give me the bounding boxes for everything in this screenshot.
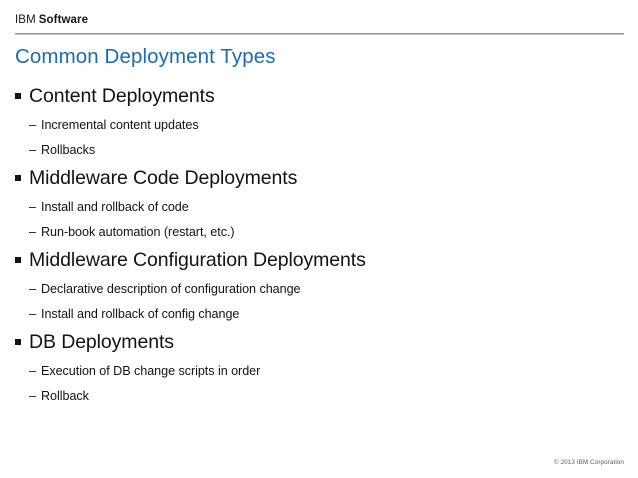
- sub-bullet-list: – Execution of DB change scripts in orde…: [15, 363, 627, 405]
- bullet-level2: – Rollback: [15, 388, 627, 405]
- dash-bullet-icon: –: [29, 389, 36, 403]
- dash-bullet-icon: –: [29, 118, 36, 132]
- bullet-level2: – Rollbacks: [15, 142, 627, 159]
- bullet-level1-label: Content Deployments: [29, 85, 215, 107]
- bullet-group: DB Deployments – Execution of DB change …: [15, 330, 627, 405]
- bullet-level2: – Execution of DB change scripts in orde…: [15, 363, 627, 380]
- bullet-level2: – Run-book automation (restart, etc.): [15, 224, 627, 241]
- sub-bullet-list: – Install and rollback of code – Run-boo…: [15, 199, 627, 241]
- bullet-level1: Middleware Configuration Deployments: [15, 248, 627, 275]
- bullet-level2: – Install and rollback of config change: [15, 306, 627, 323]
- bullet-level2-label: Install and rollback of config change: [41, 307, 240, 321]
- bullet-level2-label: Run-book automation (restart, etc.): [41, 225, 235, 239]
- bullet-level1: Content Deployments: [15, 84, 627, 111]
- bullet-level2-label: Incremental content updates: [41, 118, 199, 132]
- sub-bullet-list: – Incremental content updates – Rollback…: [15, 117, 627, 159]
- square-bullet-icon: [15, 166, 29, 190]
- brand-software-label: Software: [38, 14, 89, 26]
- header-divider: [15, 33, 624, 35]
- bullet-level2: – Declarative description of configurati…: [15, 281, 627, 298]
- dash-bullet-icon: –: [29, 225, 36, 239]
- bullet-level1-label: Middleware Configuration Deployments: [29, 249, 366, 271]
- square-bullet-icon: [15, 330, 29, 354]
- bullet-level2-label: Rollbacks: [41, 143, 96, 157]
- dash-bullet-icon: –: [29, 200, 36, 214]
- dash-bullet-icon: –: [29, 307, 36, 321]
- bullet-level2: – Install and rollback of code: [15, 199, 627, 216]
- bullet-level2-label: Install and rollback of code: [41, 200, 189, 214]
- bullet-level2-label: Execution of DB change scripts in order: [41, 364, 261, 378]
- dash-bullet-icon: –: [29, 282, 36, 296]
- sub-bullet-list: – Declarative description of configurati…: [15, 281, 627, 323]
- bullet-level2-label: Declarative description of configuration…: [41, 282, 301, 296]
- bullet-level2: – Incremental content updates: [15, 117, 627, 134]
- bullet-level1-label: Middleware Code Deployments: [29, 167, 298, 189]
- copyright-footer: © 2013 IBM Corporation: [553, 459, 624, 466]
- bullet-group: Middleware Configuration Deployments – D…: [15, 248, 627, 323]
- bullet-group: Middleware Code Deployments – Install an…: [15, 166, 627, 241]
- dash-bullet-icon: –: [29, 364, 36, 378]
- dash-bullet-icon: –: [29, 143, 36, 157]
- bullet-content: Content Deployments – Incremental conten…: [15, 84, 627, 405]
- bullet-group: Content Deployments – Incremental conten…: [15, 84, 627, 159]
- bullet-level1: DB Deployments: [15, 330, 627, 357]
- page-title: Common Deployment Types: [15, 45, 276, 68]
- bullet-level2-label: Rollback: [41, 389, 89, 403]
- square-bullet-icon: [15, 248, 29, 272]
- bullet-level1-label: DB Deployments: [29, 331, 174, 353]
- brand-ibm-label: IBM: [15, 14, 36, 26]
- square-bullet-icon: [15, 84, 29, 108]
- bullet-level1: Middleware Code Deployments: [15, 166, 627, 193]
